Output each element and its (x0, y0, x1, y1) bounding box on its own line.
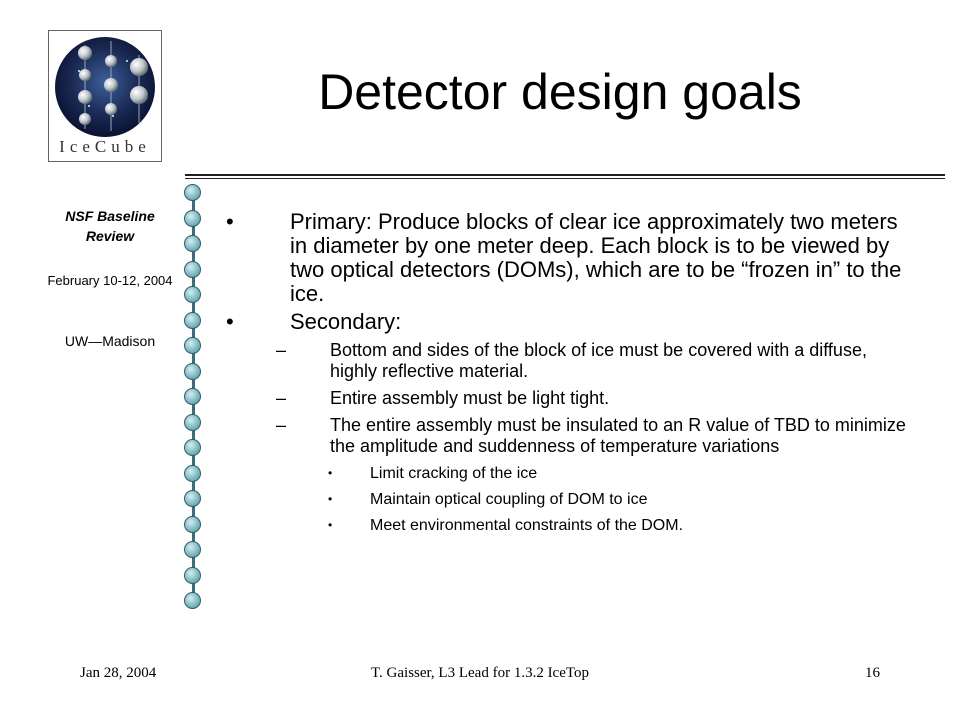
dom-bead-icon (184, 515, 201, 533)
dom-bead-icon (184, 286, 201, 303)
logo-text: IceCube (59, 137, 151, 156)
sub-sub-bullet-item: • Limit cracking of the ice (226, 464, 916, 483)
title-rule-thin (185, 178, 945, 179)
sidebar-event: NSF Baseline Review (65, 208, 155, 244)
icecube-logo: IceCube (48, 30, 162, 162)
icecube-logo-icon (55, 37, 155, 137)
footer-page-number: 16 (865, 665, 880, 681)
sub-sub-bullet-text: Maintain optical coupling of DOM to ice (370, 491, 648, 508)
slide-body: • Primary: Produce blocks of clear ice a… (226, 210, 916, 535)
sub-sub-bullet-marker: • (328, 492, 333, 506)
dom-bead-icon (184, 337, 201, 354)
sub-sub-bullet-item: • Meet environmental constraints of the … (226, 516, 916, 535)
sub-sub-bullet-marker: • (328, 518, 333, 532)
sidebar-location: UW—Madison (64, 333, 156, 349)
bullet-text: Secondary: (290, 309, 402, 334)
sub-bullet-item: – Entire assembly must be light tight. (226, 388, 916, 409)
dom-bead-icon (184, 260, 201, 278)
sub-bullet-marker: – (276, 388, 287, 408)
dom-bead-icon (184, 541, 201, 558)
sub-bullet-text: Bottom and sides of the block of ice mus… (330, 340, 867, 381)
dom-bead-icon (184, 362, 201, 380)
dom-bead-icon (184, 592, 201, 609)
slide-title: Detector design goals (318, 64, 802, 120)
dom-bead-icon (184, 209, 201, 227)
bullet-text: Primary: Produce blocks of clear ice app… (290, 209, 902, 306)
sub-sub-bullet-item: • Maintain optical coupling of DOM to ic… (226, 490, 916, 509)
title-rule-thick (185, 174, 945, 176)
sub-sub-bullet-text: Limit cracking of the ice (370, 465, 538, 482)
sub-bullet-text: The entire assembly must be insulated to… (330, 415, 906, 456)
sidebar-date: February 10-12, 2004 (47, 273, 173, 288)
sub-bullet-item: – The entire assembly must be insulated … (226, 415, 916, 457)
footer-date: Jan 28, 2004 (80, 665, 157, 681)
sub-bullet-text: Entire assembly must be light tight. (330, 388, 610, 408)
bullet-item: • Secondary: (226, 310, 916, 334)
dom-bead-icon (184, 464, 201, 482)
footer-author: T. Gaisser, L3 Lead for 1.3.2 IceTop (371, 665, 589, 681)
dom-bead-icon (184, 413, 201, 431)
sub-bullet-item: – Bottom and sides of the block of ice m… (226, 340, 916, 382)
dom-bead-icon (184, 439, 201, 456)
sub-sub-bullet-text: Meet environmental constraints of the DO… (370, 517, 684, 534)
sub-bullet-marker: – (276, 415, 287, 435)
bullet-item: • Primary: Produce blocks of clear ice a… (226, 210, 916, 306)
dom-bead-icon (184, 235, 201, 252)
dom-bead-icon (184, 311, 201, 329)
bullet-marker: • (226, 309, 234, 334)
bullet-marker: • (226, 209, 234, 234)
dom-bead-icon (184, 566, 201, 584)
dom-bead-icon (184, 490, 201, 507)
sub-bullet-marker: – (276, 340, 287, 360)
dom-bead-icon (184, 388, 201, 405)
sub-sub-bullet-marker: • (328, 466, 333, 480)
dom-bead-icon (184, 184, 201, 201)
